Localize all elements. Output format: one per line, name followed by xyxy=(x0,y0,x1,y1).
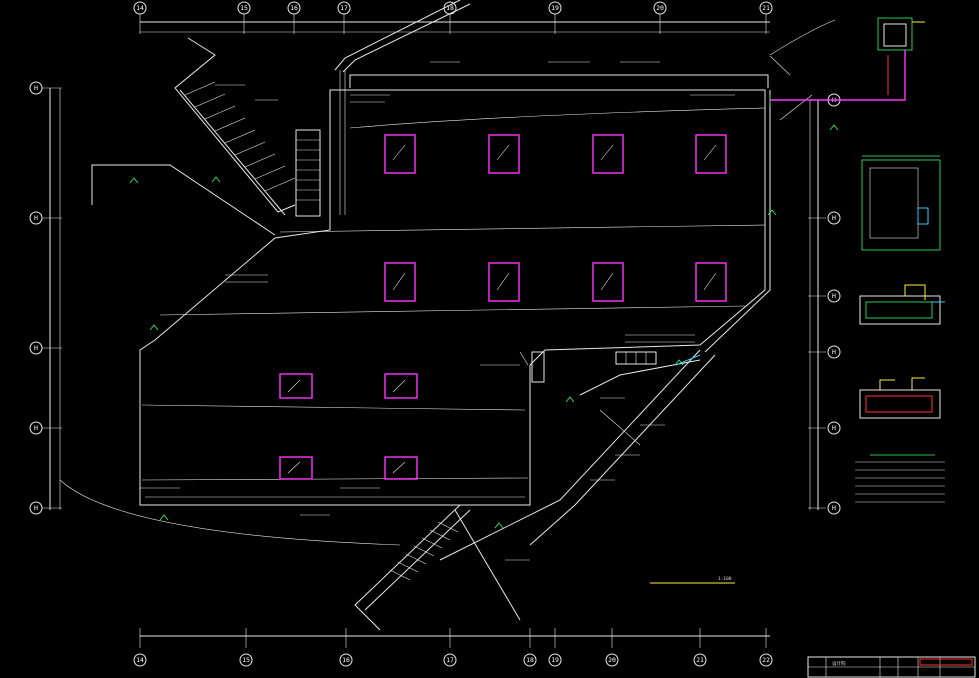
bottom-axis-label: 21 xyxy=(696,656,704,664)
title-block: 设计院 xyxy=(807,656,976,678)
staircase-top-left xyxy=(174,37,321,217)
top-axis-label: 20 xyxy=(656,4,664,12)
pit xyxy=(384,373,418,399)
right-axis-label: H xyxy=(832,348,836,356)
left-axis-label: H xyxy=(34,344,38,352)
top-axis-bubbles: 14 15 16 17 18 19 20 21 xyxy=(133,1,773,15)
bottom-axis-label: 15 xyxy=(242,656,250,664)
right-mid-fixtures xyxy=(531,351,701,383)
detail-drawing-1 xyxy=(861,155,941,251)
top-axis-label: 16 xyxy=(290,4,298,12)
top-axis-label: 14 xyxy=(136,4,144,12)
bottom-axis-label: 20 xyxy=(608,656,616,664)
bottom-axis-label: 14 xyxy=(136,656,144,664)
scale-caption: 1:100 xyxy=(650,576,735,584)
pit xyxy=(592,134,624,174)
bottom-axis-label: 19 xyxy=(551,656,559,664)
right-dimension-line xyxy=(808,99,826,510)
bottom-axis-label: 16 xyxy=(342,656,350,664)
top-wall-details xyxy=(334,0,471,215)
right-axis-label: H xyxy=(832,504,836,512)
pipe-run xyxy=(769,50,906,105)
pit xyxy=(695,134,727,174)
left-dimension-line xyxy=(42,87,62,510)
pit xyxy=(695,262,727,302)
left-axis-label: H xyxy=(34,424,38,432)
left-site-lines xyxy=(59,164,401,546)
right-axis-label: H xyxy=(832,214,836,222)
left-axis-bubbles: H H H H H xyxy=(29,81,43,515)
top-axis-label: 15 xyxy=(240,4,248,12)
right-axis-bubbles: H H H H H H xyxy=(827,93,841,515)
bottom-axis-label: 18 xyxy=(526,656,534,664)
building-outline xyxy=(139,74,771,506)
pit xyxy=(384,262,416,302)
top-dimension-line xyxy=(139,14,770,34)
top-axis-label: 21 xyxy=(762,4,770,12)
left-axis-label: H xyxy=(34,504,38,512)
left-axis-label: H xyxy=(34,84,38,92)
bottom-axis-bubbles: 14 15 16 17 18 19 20 21 22 xyxy=(133,653,773,667)
staircase-bottom xyxy=(354,349,716,631)
right-axis-label: H xyxy=(832,292,836,300)
drainage-pits xyxy=(279,134,727,480)
scale-note: 1:100 xyxy=(718,576,732,582)
detail-drawing-3 xyxy=(859,377,941,419)
top-axis-label: 18 xyxy=(446,4,454,12)
pit xyxy=(592,262,624,302)
pit xyxy=(279,373,313,399)
tank-detail xyxy=(877,17,925,51)
bottom-axis-label: 22 xyxy=(762,656,770,664)
pit xyxy=(279,456,313,480)
detail-drawing-2 xyxy=(859,284,945,325)
title-block-text: 设计院 xyxy=(832,660,846,667)
level-markers xyxy=(129,124,839,529)
pit xyxy=(488,134,520,174)
pit xyxy=(384,456,418,480)
pit xyxy=(384,134,416,174)
annotation-strokes xyxy=(140,61,735,561)
bottom-dimension-line xyxy=(139,628,770,648)
pit xyxy=(488,262,520,302)
top-axis-label: 17 xyxy=(340,4,348,12)
left-axis-label: H xyxy=(34,214,38,222)
notes-block xyxy=(855,454,945,503)
bottom-axis-label: 17 xyxy=(446,656,454,664)
top-axis-label: 19 xyxy=(551,4,559,12)
right-axis-label: H xyxy=(832,424,836,432)
right-site-lines xyxy=(769,19,836,121)
